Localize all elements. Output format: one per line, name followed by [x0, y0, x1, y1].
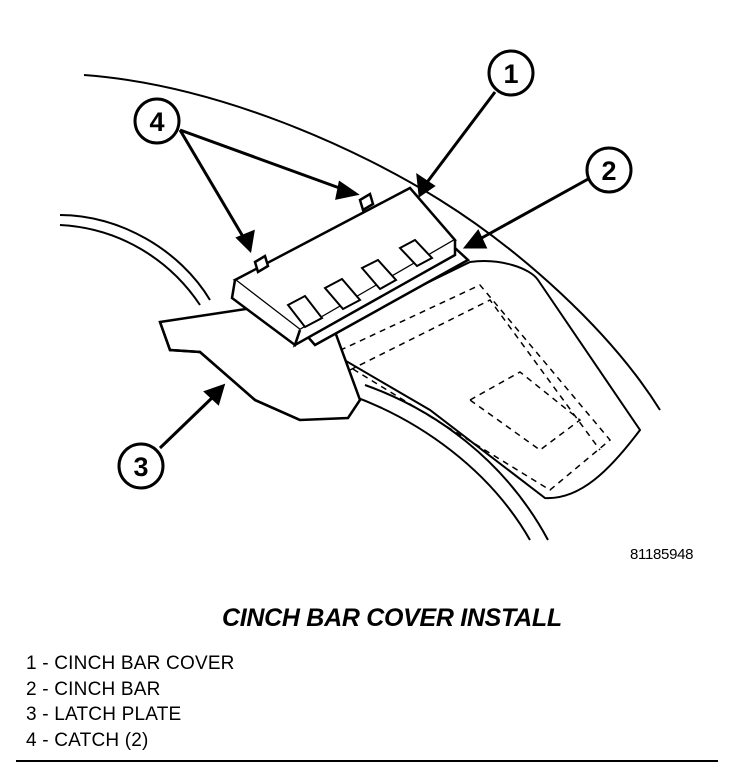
figure-title: CINCH BAR COVER INSTALL	[222, 604, 562, 632]
svg-text:4: 4	[149, 107, 164, 137]
legend-item: 3 - LATCH PLATE	[26, 704, 182, 725]
seat-outline	[59, 74, 661, 541]
cinch-bar-illustration: 1 2 3 4	[59, 49, 661, 541]
callout-1: 1	[487, 49, 535, 97]
leader-lines	[158, 91, 591, 450]
callout-3: 3	[117, 442, 165, 490]
legend-item: 1 - CINCH BAR COVER	[26, 653, 235, 674]
legend-item: 2 - CINCH BAR	[26, 678, 161, 700]
belt-webbing	[307, 260, 642, 500]
svg-text:2: 2	[601, 156, 616, 186]
cinch-bar-cover	[230, 186, 457, 348]
figure-id: 81185948	[630, 546, 694, 563]
bottom-rule	[16, 760, 718, 762]
callout-2: 2	[585, 146, 633, 194]
svg-text:3: 3	[133, 452, 148, 482]
callout-4: 4	[133, 97, 181, 145]
legend-item: 4 - CATCH (2)	[26, 729, 149, 751]
svg-text:1: 1	[503, 59, 518, 89]
legend-list: 1 - CINCH BAR COVER 2 - CINCH BAR 3 - LA…	[26, 651, 235, 753]
